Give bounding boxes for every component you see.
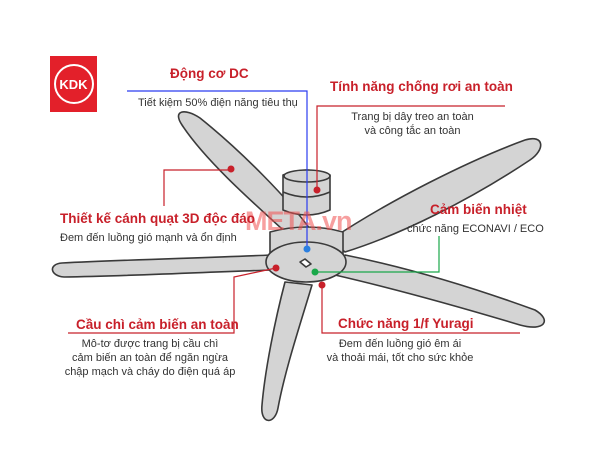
text-line: chập mạch và cháy do điện quá áp [64,366,236,378]
text-line: cảm biến an toàn để ngăn ngừa [72,352,228,364]
fan-blade-upper-left [177,111,313,239]
marker-dot [272,264,280,272]
callout-text: Đem đến luồng gió êm ái và thoải mái, tốt… [320,337,480,365]
kdk-logo: KDK [50,56,97,112]
marker-dot [318,281,326,289]
callout-text: Tiết kiệm 50% điện năng tiêu thụ [138,97,298,109]
callout-title: Thiết kế cánh quạt 3D độc đáo [60,211,256,226]
callout-line-dc-motor [127,90,308,249]
callout-title: Tính năng chống rơi an toàn [330,79,513,94]
text-line: Mô-tơ được trang bị cầu chì [81,338,219,350]
marker-dot [227,165,235,173]
callout-line-yuragi [321,285,520,334]
marker-dot [303,245,311,253]
text-line: và công tắc an toàn [364,125,461,137]
marker-dot [311,268,319,276]
watermark: META.vn [245,206,352,236]
text-line: Đem đến luồng gió êm ái [338,338,462,350]
callout-title: Chức năng 1/f Yuragi [338,316,474,331]
callout-text: chức năng ECONAVI / ECO [407,223,544,235]
callout-line-blade-design [163,169,231,206]
fan-blade-left [51,254,273,278]
callout-title: Động cơ DC [170,66,249,81]
text-line: và thoải mái, tốt cho sức khỏe [326,352,474,364]
callout-text: Đem đến luồng gió mạnh và ổn định [60,232,237,244]
callout-text: Trang bị dây treo an toàn và công tắc an … [350,110,475,138]
callout-line-thermal-sensor [315,236,440,273]
fan-blade-upper-right [329,137,542,253]
kdk-logo-text: KDK [53,64,94,104]
callout-title: Cầu chì cảm biến an toàn [76,317,239,332]
callout-title: Cảm biến nhiệt [430,202,527,217]
text-line: Trang bị dây treo an toàn [351,111,474,123]
callout-text: Mô-tơ được trang bị cầu chì cảm biến an t… [60,337,240,379]
callout-line-anti-fall [316,105,505,190]
callout-line-fuse [68,267,277,334]
marker-dot [313,186,321,194]
fan-blade-lower [261,281,313,422]
